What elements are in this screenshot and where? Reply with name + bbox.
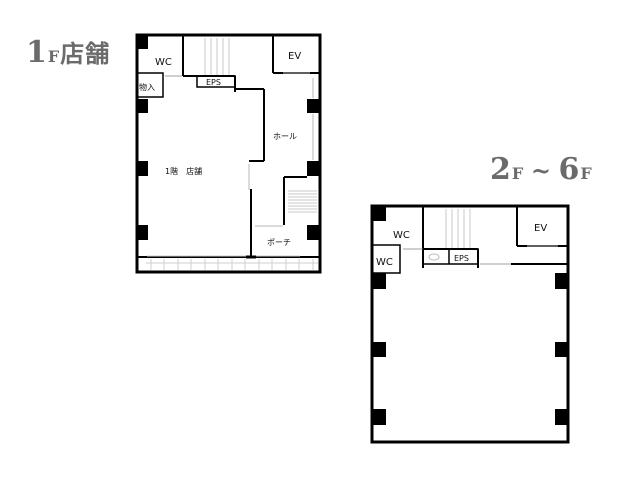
floor-1-title: 1F店舗 bbox=[26, 34, 110, 70]
floor-2-6-eps-label: EPS bbox=[454, 254, 469, 263]
floor-2-6-title-from: 2 bbox=[490, 152, 512, 187]
floor-2-6-title-from-suffix: F bbox=[511, 164, 525, 183]
floor-2-6-title: 2F ~ 6F bbox=[490, 152, 593, 187]
floor-1-plan: WC EV EPS 物入 ホール 1階 店舗 ポーチ bbox=[135, 33, 322, 274]
floor-2-6-plan: WC WC EV EPS bbox=[370, 204, 570, 444]
floor-1-ev-label: EV bbox=[288, 51, 301, 62]
floor-1-porch-label: ポーチ bbox=[267, 238, 291, 247]
floor-1-hall-label: ホール bbox=[273, 132, 297, 141]
floor-1-title-name: 店舗 bbox=[60, 40, 111, 68]
floor-2-6-title-to-suffix: F bbox=[580, 164, 593, 183]
floor-2-6-title-to: 6 bbox=[558, 152, 581, 187]
floor-1-wc-label: WC bbox=[155, 57, 172, 68]
floor-2-6-wc-lower-label: WC bbox=[376, 257, 393, 268]
floor-1-title-suffix: F bbox=[47, 47, 61, 66]
floor-1-front-strip bbox=[137, 255, 320, 270]
floor-1-eps-label: EPS bbox=[206, 78, 221, 87]
floor-2-6-columns bbox=[372, 206, 568, 425]
floor-1-outer-wall bbox=[135, 33, 322, 274]
floor-1-columns bbox=[137, 35, 320, 240]
floor-1-storage-label: 物入 bbox=[139, 82, 155, 92]
floor-1-title-number: 1 bbox=[26, 35, 48, 70]
floor-2-6-outer-wall bbox=[370, 204, 570, 444]
floor-2-6-title-separator: ~ bbox=[530, 156, 552, 185]
floor-2-6-ev-label: EV bbox=[534, 223, 547, 234]
floor-2-6-wc-upper-label: WC bbox=[393, 230, 410, 241]
floor-1-shop-label: 1階 店舗 bbox=[165, 166, 202, 176]
